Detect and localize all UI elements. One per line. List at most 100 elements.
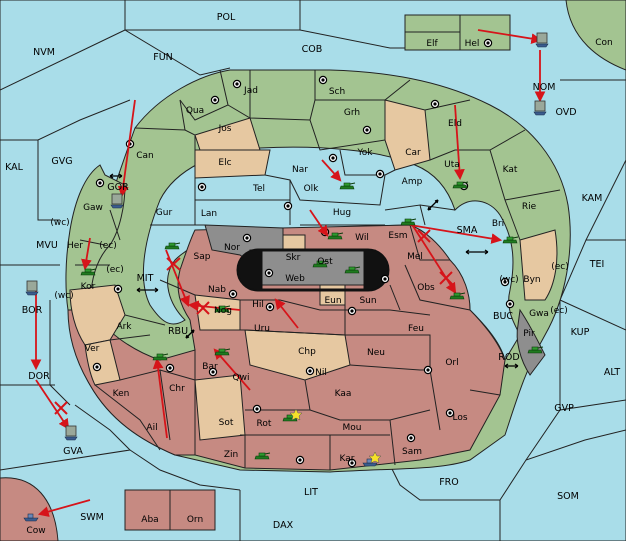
label-kaa: Kaa	[335, 389, 352, 399]
label-kam: KAM	[582, 193, 603, 204]
label-kor-ec: (ec)	[106, 265, 124, 275]
label-hug: Hug	[333, 208, 351, 218]
province-pir[interactable]	[516, 308, 546, 376]
label-byn: Byn	[523, 275, 540, 285]
province-elc[interactable]	[194, 149, 271, 179]
label-mit: MIT	[137, 273, 154, 284]
label-sot: Sot	[219, 418, 234, 428]
province-sot[interactable]	[194, 374, 246, 441]
label-orn: Orn	[187, 515, 203, 525]
label-kor-wc: (wc)	[54, 291, 73, 301]
label-neu: Neu	[367, 348, 385, 358]
label-ost: Ost	[317, 257, 333, 267]
label-feu: Feu	[408, 324, 424, 334]
label-mvu: MVU	[36, 240, 58, 251]
label-aba: Aba	[141, 515, 158, 525]
label-jad: Jad	[243, 86, 258, 96]
label-bar: Bar	[202, 362, 218, 372]
label-lan: Lan	[201, 209, 217, 219]
label-car: Car	[405, 148, 421, 158]
label-hel: Hel	[465, 39, 480, 49]
label-buc: BUC	[493, 311, 513, 322]
label-mel: Mel	[407, 252, 423, 262]
label-her: Her	[67, 241, 83, 251]
label-nil: Nil	[315, 368, 327, 378]
label-can: Can	[136, 151, 154, 161]
label-gvg: GVG	[51, 156, 72, 167]
label-amp: Amp	[402, 177, 423, 187]
units	[23, 32, 549, 522]
label-som: SOM	[557, 491, 579, 502]
label-pol: POL	[217, 12, 236, 23]
label-tei: TEI	[589, 259, 605, 270]
label-cow: Cow	[26, 526, 45, 536]
label-kar: Kar	[340, 454, 355, 464]
label-los: Los	[452, 413, 467, 423]
label-yok: Yok	[356, 148, 373, 158]
label-fro: FRO	[439, 477, 459, 488]
label-dor: DOR	[28, 371, 50, 382]
label-rie: Rie	[522, 202, 537, 212]
province-labels: POL NVM FUN COB Con Elf Hel NOM OVD Jad …	[5, 12, 620, 536]
label-gur: Gur	[156, 208, 173, 218]
label-ark: Ark	[116, 322, 132, 332]
label-lit: LIT	[304, 487, 318, 498]
label-kup: KUP	[571, 327, 590, 338]
label-esm: Esm	[388, 231, 407, 241]
label-uta: Uta	[444, 160, 460, 170]
label-gaw: Gaw	[83, 203, 103, 213]
label-nor: Nor	[224, 243, 240, 253]
label-elf: Elf	[426, 39, 438, 49]
label-wil: Wil	[355, 233, 369, 243]
label-tel: Tel	[252, 184, 265, 194]
province-byn[interactable]	[519, 229, 558, 301]
label-hil: Hil	[252, 300, 264, 310]
label-sch: Sch	[329, 87, 345, 97]
label-chp: Chp	[298, 347, 316, 357]
label-grh: Grh	[344, 108, 360, 118]
passage-arrows	[109, 173, 519, 369]
label-jos: Jos	[218, 124, 232, 134]
label-nom: NOM	[533, 82, 556, 93]
label-gvp: GVP	[554, 403, 574, 414]
label-chr: Chr	[169, 384, 185, 394]
label-uru: Uru	[254, 324, 270, 334]
label-qwi: Qwi	[233, 373, 250, 383]
label-ovd: OVD	[555, 107, 576, 118]
province-ver[interactable]	[84, 339, 121, 386]
label-nar: Nar	[292, 165, 308, 175]
label-web: Web	[285, 274, 305, 284]
label-bri: Bri	[492, 219, 504, 229]
label-kor: Kor	[81, 282, 96, 292]
label-rot: Rot	[257, 419, 272, 429]
label-nog: Nog	[214, 306, 232, 316]
label-cob: COB	[302, 44, 323, 55]
label-ken: Ken	[113, 389, 130, 399]
label-gva: GVA	[63, 446, 83, 457]
label-sma: SMA	[457, 225, 478, 236]
province-car[interactable]	[384, 99, 431, 171]
label-qua: Qua	[186, 106, 204, 116]
label-eun: Eun	[324, 296, 341, 306]
label-fun: FUN	[153, 52, 173, 63]
province-borders	[75, 69, 561, 470]
label-orl: Orl	[445, 358, 458, 368]
label-sap: Sap	[194, 252, 211, 262]
label-rbu: RBU	[168, 326, 188, 337]
label-nvm: NVM	[33, 47, 55, 58]
label-her-wc: (wc)	[50, 218, 69, 228]
label-mou: Mou	[343, 423, 362, 433]
label-skr: Skr	[286, 253, 301, 263]
label-kal: KAL	[5, 162, 24, 173]
label-elc: Elc	[218, 158, 231, 168]
label-byn-wc: (wc)	[499, 275, 518, 285]
label-gwa-ec: (ec)	[550, 306, 568, 316]
label-sam: Sam	[402, 447, 422, 457]
province-ark-area[interactable]	[69, 284, 126, 346]
label-swm: SWM	[80, 512, 104, 523]
label-ver: Ver	[85, 344, 100, 354]
label-con: Con	[595, 38, 613, 48]
label-obs: Obs	[417, 283, 435, 293]
